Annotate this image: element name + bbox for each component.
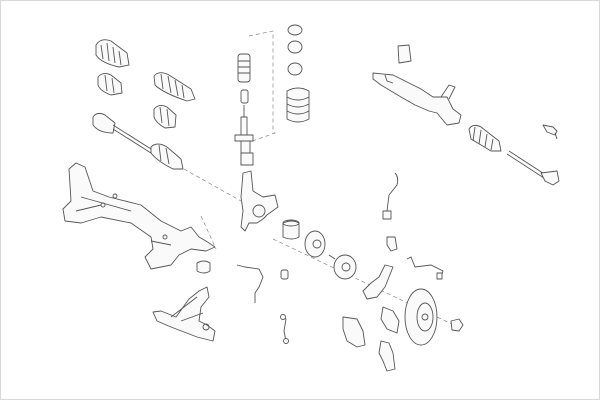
steering-rack-boot [468,124,502,152]
brake-pads [380,306,400,334]
assembly-guide-lines [183,30,457,327]
control-arm-bushing [196,260,211,274]
brake-disc [404,288,438,346]
caliper-carrier [378,340,396,372]
lower-control-arm [152,286,216,342]
stabilizer-link [280,314,289,344]
strut-dust-boot [237,53,251,83]
tie-rod [506,150,560,186]
stabilizer-bar [236,264,264,303]
coil-spring [286,87,310,123]
wheel-hub [328,254,357,280]
sensor-clip [386,236,398,252]
abs-sensor [382,172,399,220]
steering-knuckle [240,170,279,232]
wheel-nut [450,318,464,332]
splash-shield [362,264,394,300]
steering-rack-mount [397,44,412,64]
cv-boot-large [153,72,196,102]
drive-shaft [92,112,184,170]
wheel-hub-flange [304,230,326,258]
stabilizer-bushing [280,269,289,280]
tie-rod-end [542,124,558,140]
outer-cv-boot [95,39,130,68]
subframe [62,162,216,270]
wheel-bearing [282,219,300,240]
steering-rack [372,72,462,126]
strut-top-mount [287,24,303,76]
shock-absorber [234,105,254,166]
bump-stop [240,89,249,104]
brake-hose [406,256,444,280]
inner-cv-boot [97,72,123,96]
cv-boot-small [153,104,177,129]
brake-caliper [342,316,366,348]
